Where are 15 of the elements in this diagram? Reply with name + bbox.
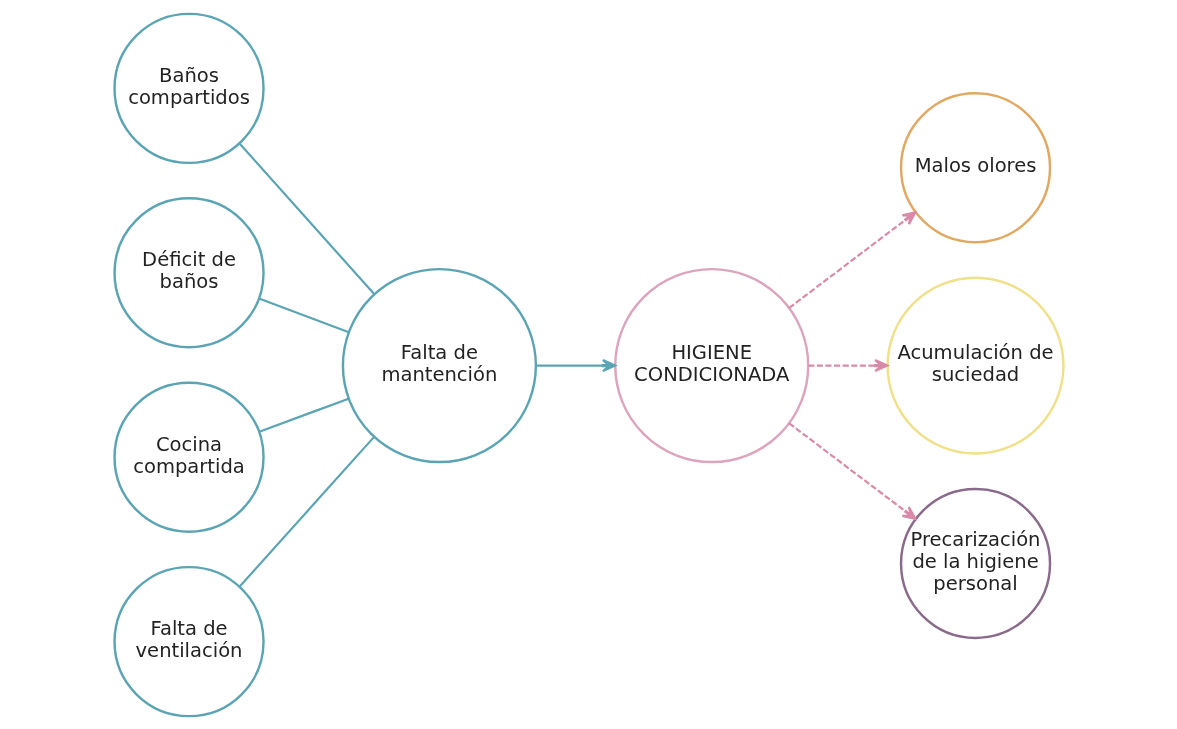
connector [238, 142, 375, 295]
node-circle: Falta de ventilación [112, 565, 265, 717]
arrow [788, 210, 916, 309]
node-circle: Acumulación de suciedad [885, 275, 1065, 455]
arrow [535, 358, 616, 372]
arrow [788, 422, 916, 520]
connector [258, 297, 349, 333]
node-circle: HIGIENE CONDICIONADA [613, 267, 809, 463]
node-circle: Baños compartidos [112, 12, 265, 164]
node-circle: Falta de mantención [341, 267, 537, 463]
connector [258, 397, 349, 433]
node-circle: Cocina compartida [112, 381, 265, 533]
node-circle: Déficit de baños [112, 196, 265, 348]
connector [238, 435, 375, 587]
arrow [807, 358, 888, 372]
